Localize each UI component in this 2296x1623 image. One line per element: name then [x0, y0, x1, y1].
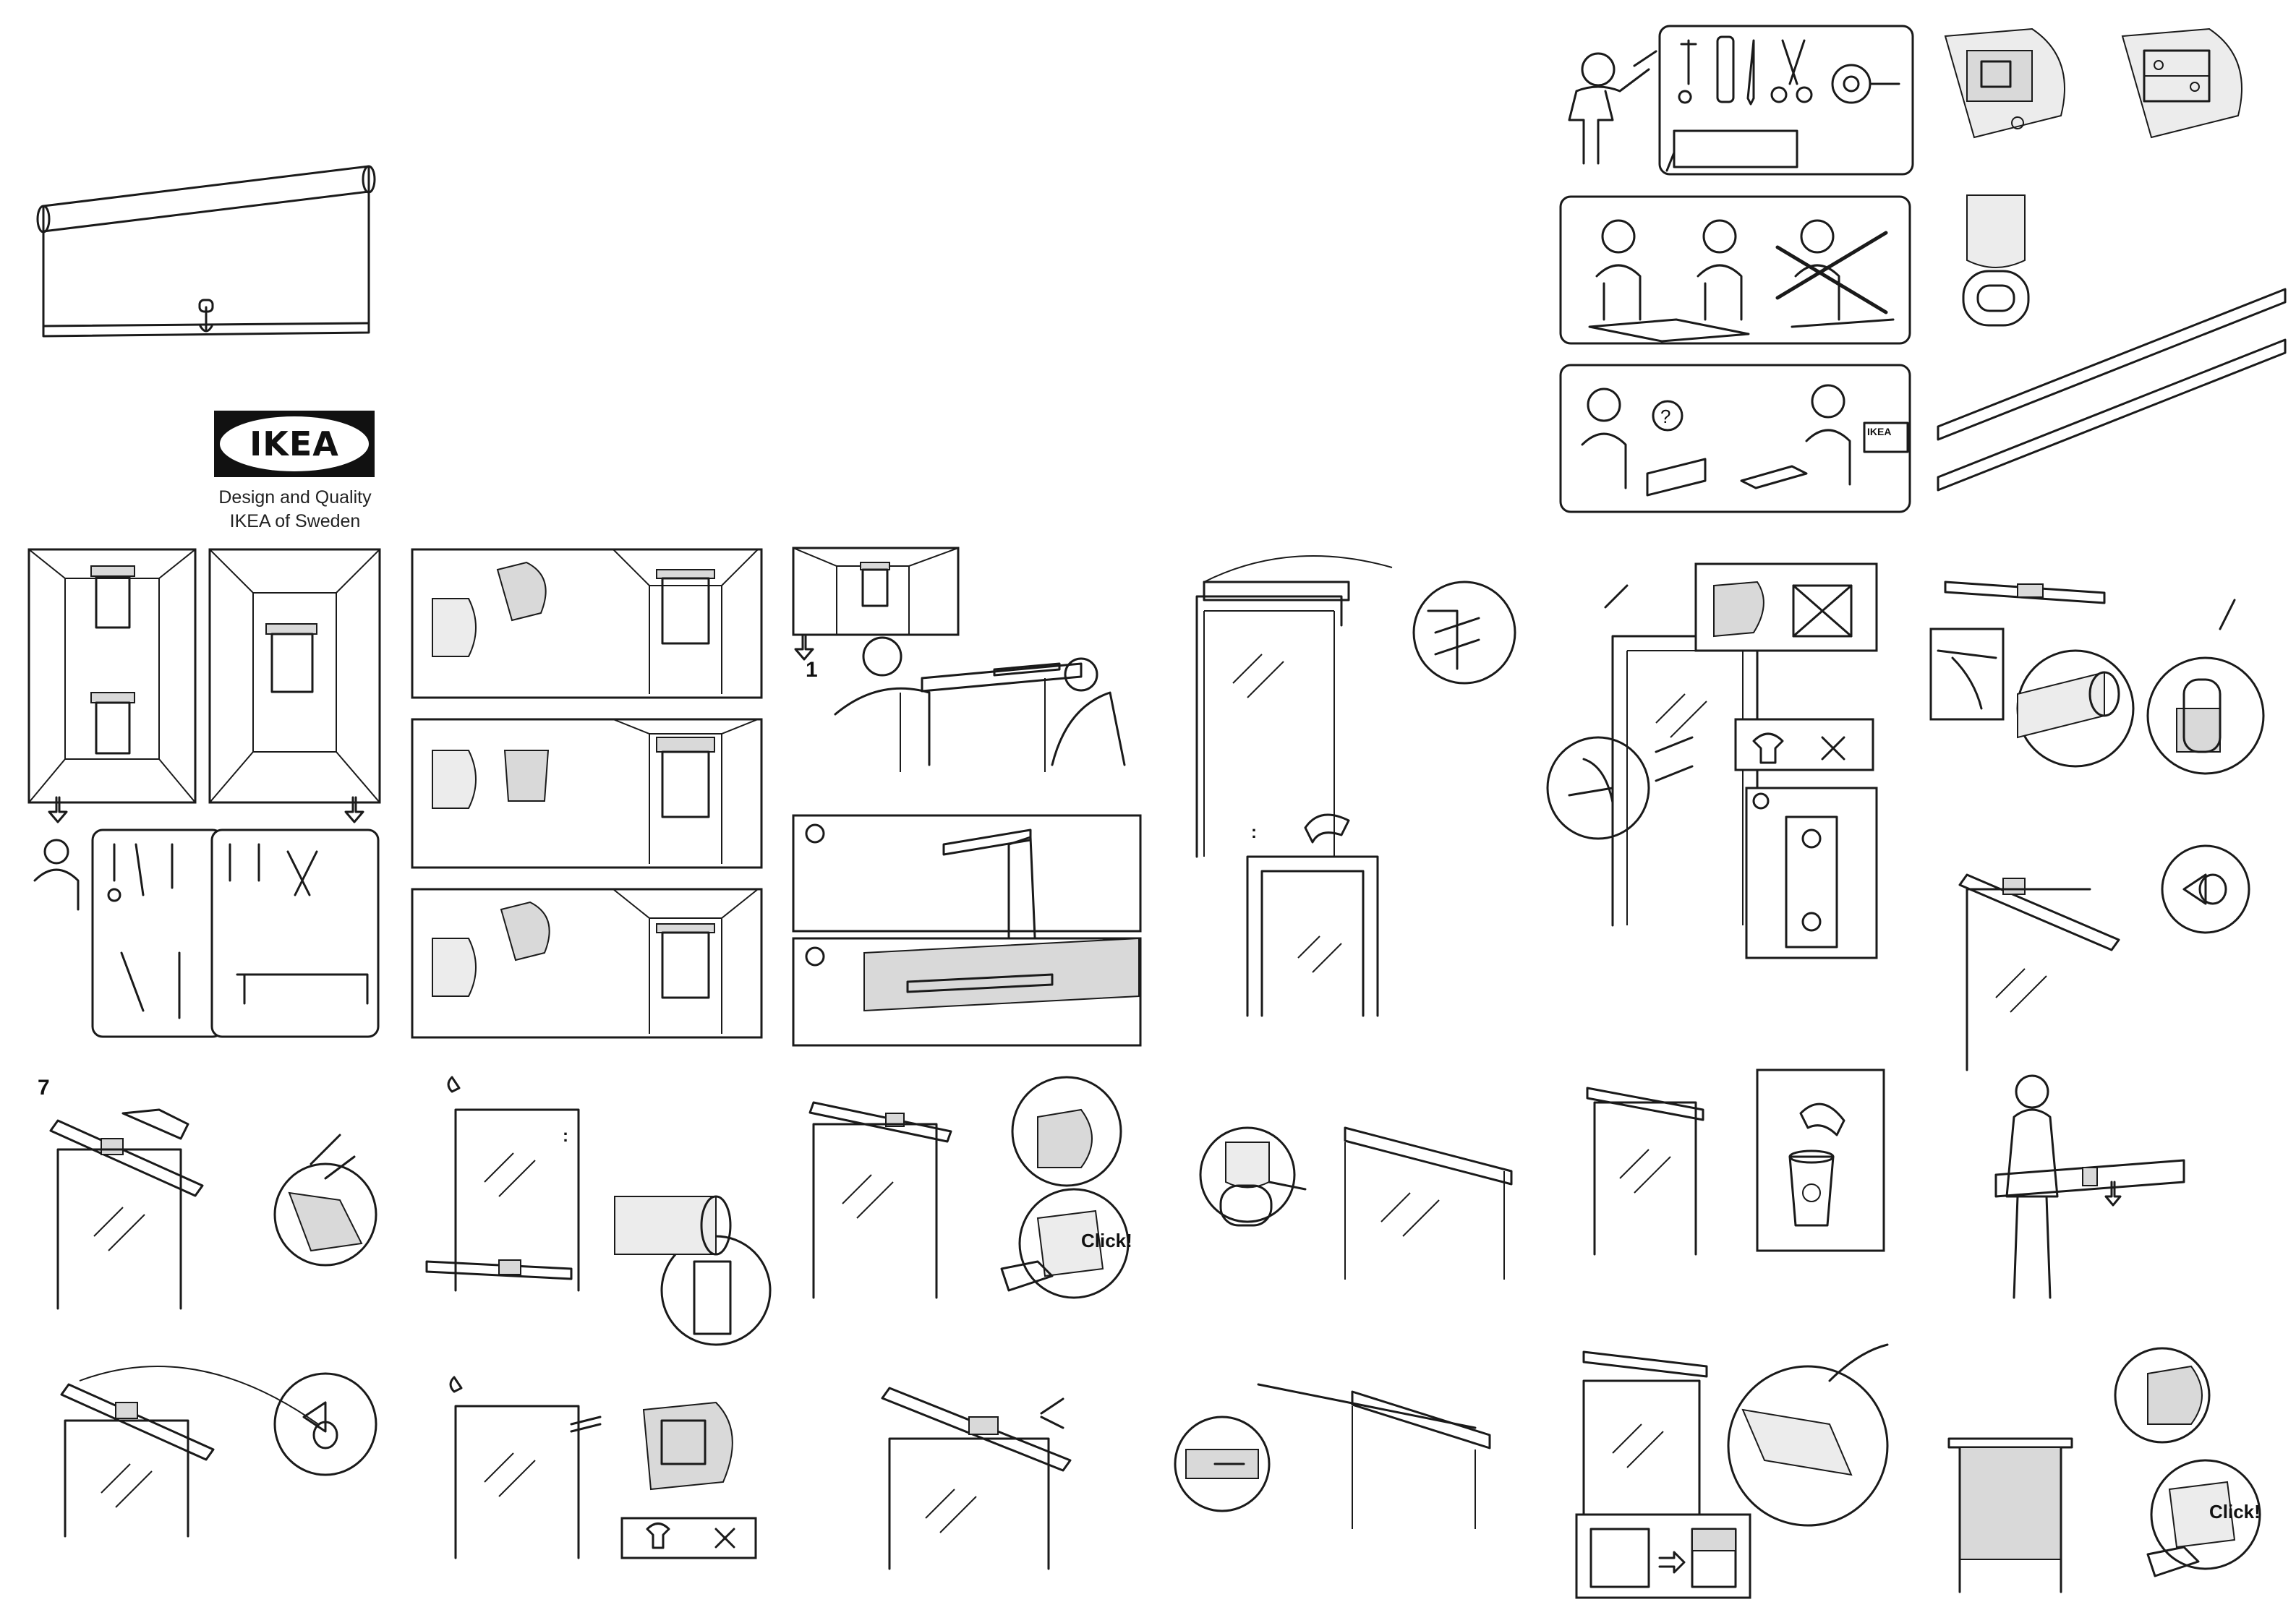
- bracket-part-a: [1938, 22, 2083, 152]
- click-callout-2: Click!: [2209, 1501, 2261, 1523]
- step-7-cut-cord-panel: [51, 1106, 398, 1309]
- wall-mount-screws-panel: [1548, 564, 1887, 962]
- window-placement-options-panel: [27, 548, 383, 1040]
- mark-colon-2: :: [563, 1126, 568, 1147]
- logo-text: IKEA: [249, 424, 339, 463]
- product-roller-blind-illustration: [29, 155, 383, 343]
- step-number-7: 7: [38, 1076, 50, 1100]
- step-15-trim-fabric-panel: [882, 1374, 1099, 1569]
- step-mark-and-drill-panel: [1190, 553, 1529, 1030]
- step-11-recycle-panel: [1584, 1070, 1887, 1258]
- step-1-measure-panel: [792, 548, 1146, 1047]
- tools-required-panel: [1555, 26, 1916, 178]
- step-13-attach-roller-panel: [58, 1366, 383, 1540]
- step-16-slide-rail-panel: [1172, 1377, 1497, 1536]
- bracket-variants-panel: [411, 548, 765, 1040]
- step-10-handle-panel: [1200, 1113, 1540, 1280]
- ikea-logo: IKEA: [214, 411, 375, 477]
- click-callout-1: Click!: [1081, 1230, 1132, 1251]
- mark-colon-1: :: [1251, 823, 1257, 843]
- step-9-click-bracket-panel: Click!: [806, 1074, 1146, 1312]
- step-14-screws-panel: [448, 1374, 767, 1562]
- svg-text:?: ?: [1660, 406, 1670, 427]
- rail-parts: [1931, 286, 2292, 510]
- step-18-final-click-panel: Click!: [1945, 1345, 2285, 1598]
- two-people-assembly-panel: [1561, 197, 1911, 345]
- step-8-position-panel: [427, 1074, 767, 1348]
- tagline-line-2: IKEA of Sweden: [195, 510, 395, 534]
- svg-text:IKEA: IKEA: [1867, 426, 1891, 437]
- help-contact-store-panel: ? IKEA: [1561, 365, 1911, 513]
- bracket-part-b: [2115, 22, 2260, 152]
- roller-tube-insert-panel: [1931, 571, 2278, 1048]
- step-17-tension-cord-panel: [1576, 1337, 1909, 1605]
- tagline-line-1: Design and Quality: [195, 486, 395, 510]
- tagline: Design and Quality IKEA of Sweden: [195, 486, 395, 534]
- step-number-1: 1: [806, 658, 818, 682]
- step-12-person-check-panel: [1974, 1066, 2206, 1305]
